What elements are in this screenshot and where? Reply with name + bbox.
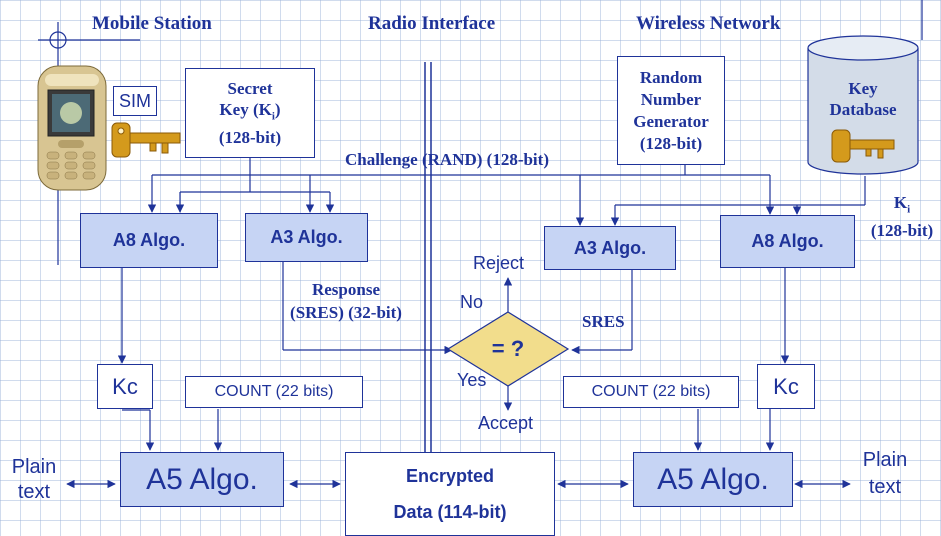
encrypted-line2: Data (114-bit): [393, 502, 507, 522]
key-db-line2: Database: [829, 100, 897, 119]
network-a3-box: A3 Algo.: [544, 226, 676, 270]
secret-key-box: Secret Key (Ki) (128-bit): [185, 68, 315, 158]
header-mobile-station: Mobile Station: [92, 13, 212, 34]
mobile-plain-line1: Plain: [11, 456, 57, 478]
no-label: No: [460, 292, 484, 312]
ki-bits: (128-bit): [870, 221, 934, 241]
secret-key-line3: (128-bit): [218, 128, 282, 148]
secret-key-line2: Key (Ki): [219, 99, 281, 123]
mobile-count-box: COUNT (22 bits): [185, 376, 363, 408]
reject-label: Reject: [473, 253, 525, 273]
mobile-a3-box: A3 Algo.: [245, 213, 368, 262]
network-a5-box: A5 Algo.: [633, 452, 793, 507]
network-plain-line2: text: [868, 476, 902, 498]
challenge-label: Challenge (RAND) (128-bit): [345, 150, 549, 169]
response-label: Response (SRES) (32-bit): [270, 278, 422, 324]
network-count-box: COUNT (22 bits): [563, 376, 739, 408]
rng-line3: Generator: [633, 111, 709, 131]
network-kc-box: Kc: [757, 364, 815, 409]
secret-key-line1: Secret: [227, 78, 273, 98]
mobile-a8-box: A8 Algo.: [80, 213, 218, 268]
random-number-generator-box: Random Number Generator (128-bit): [617, 56, 725, 165]
ki-main: Ki: [893, 193, 911, 216]
secret-key-icon: [111, 122, 181, 158]
comparison-diamond: [446, 311, 570, 387]
network-plain-line1: Plain: [862, 449, 908, 471]
mobile-kc-box: Kc: [97, 364, 153, 409]
mobile-phone-icon: [37, 65, 107, 191]
network-plain-text-label: Plain text: [855, 447, 915, 501]
rng-line2: Number: [640, 89, 702, 109]
sim-label: SIM: [113, 86, 157, 116]
response-line1: Response: [311, 280, 380, 299]
mobile-a5-box: A5 Algo.: [120, 452, 284, 507]
header-radio-interface: Radio Interface: [368, 13, 496, 34]
ki-label: Ki (128-bit): [862, 192, 941, 242]
key-database-icon: [807, 35, 919, 175]
rng-line4: (128-bit): [639, 133, 703, 153]
rng-line1: Random: [639, 67, 703, 87]
accept-label: Accept: [478, 413, 534, 433]
mobile-plain-text-label: Plain text: [6, 455, 62, 505]
response-line2: (SRES) (32-bit): [290, 303, 402, 322]
yes-label: Yes: [457, 370, 487, 390]
network-a8-box: A8 Algo.: [720, 215, 855, 268]
encrypted-line1: Encrypted: [405, 466, 495, 486]
encrypted-data-box: Encrypted Data (114-bit): [345, 452, 555, 536]
key-database-label: Key Database: [808, 78, 918, 120]
sres-label: SRES: [582, 312, 625, 331]
header-wireless-network: Wireless Network: [636, 13, 781, 34]
comparison-symbol: = ?: [491, 336, 525, 361]
key-db-line1: Key: [848, 79, 878, 98]
mobile-plain-line2: text: [17, 481, 51, 503]
